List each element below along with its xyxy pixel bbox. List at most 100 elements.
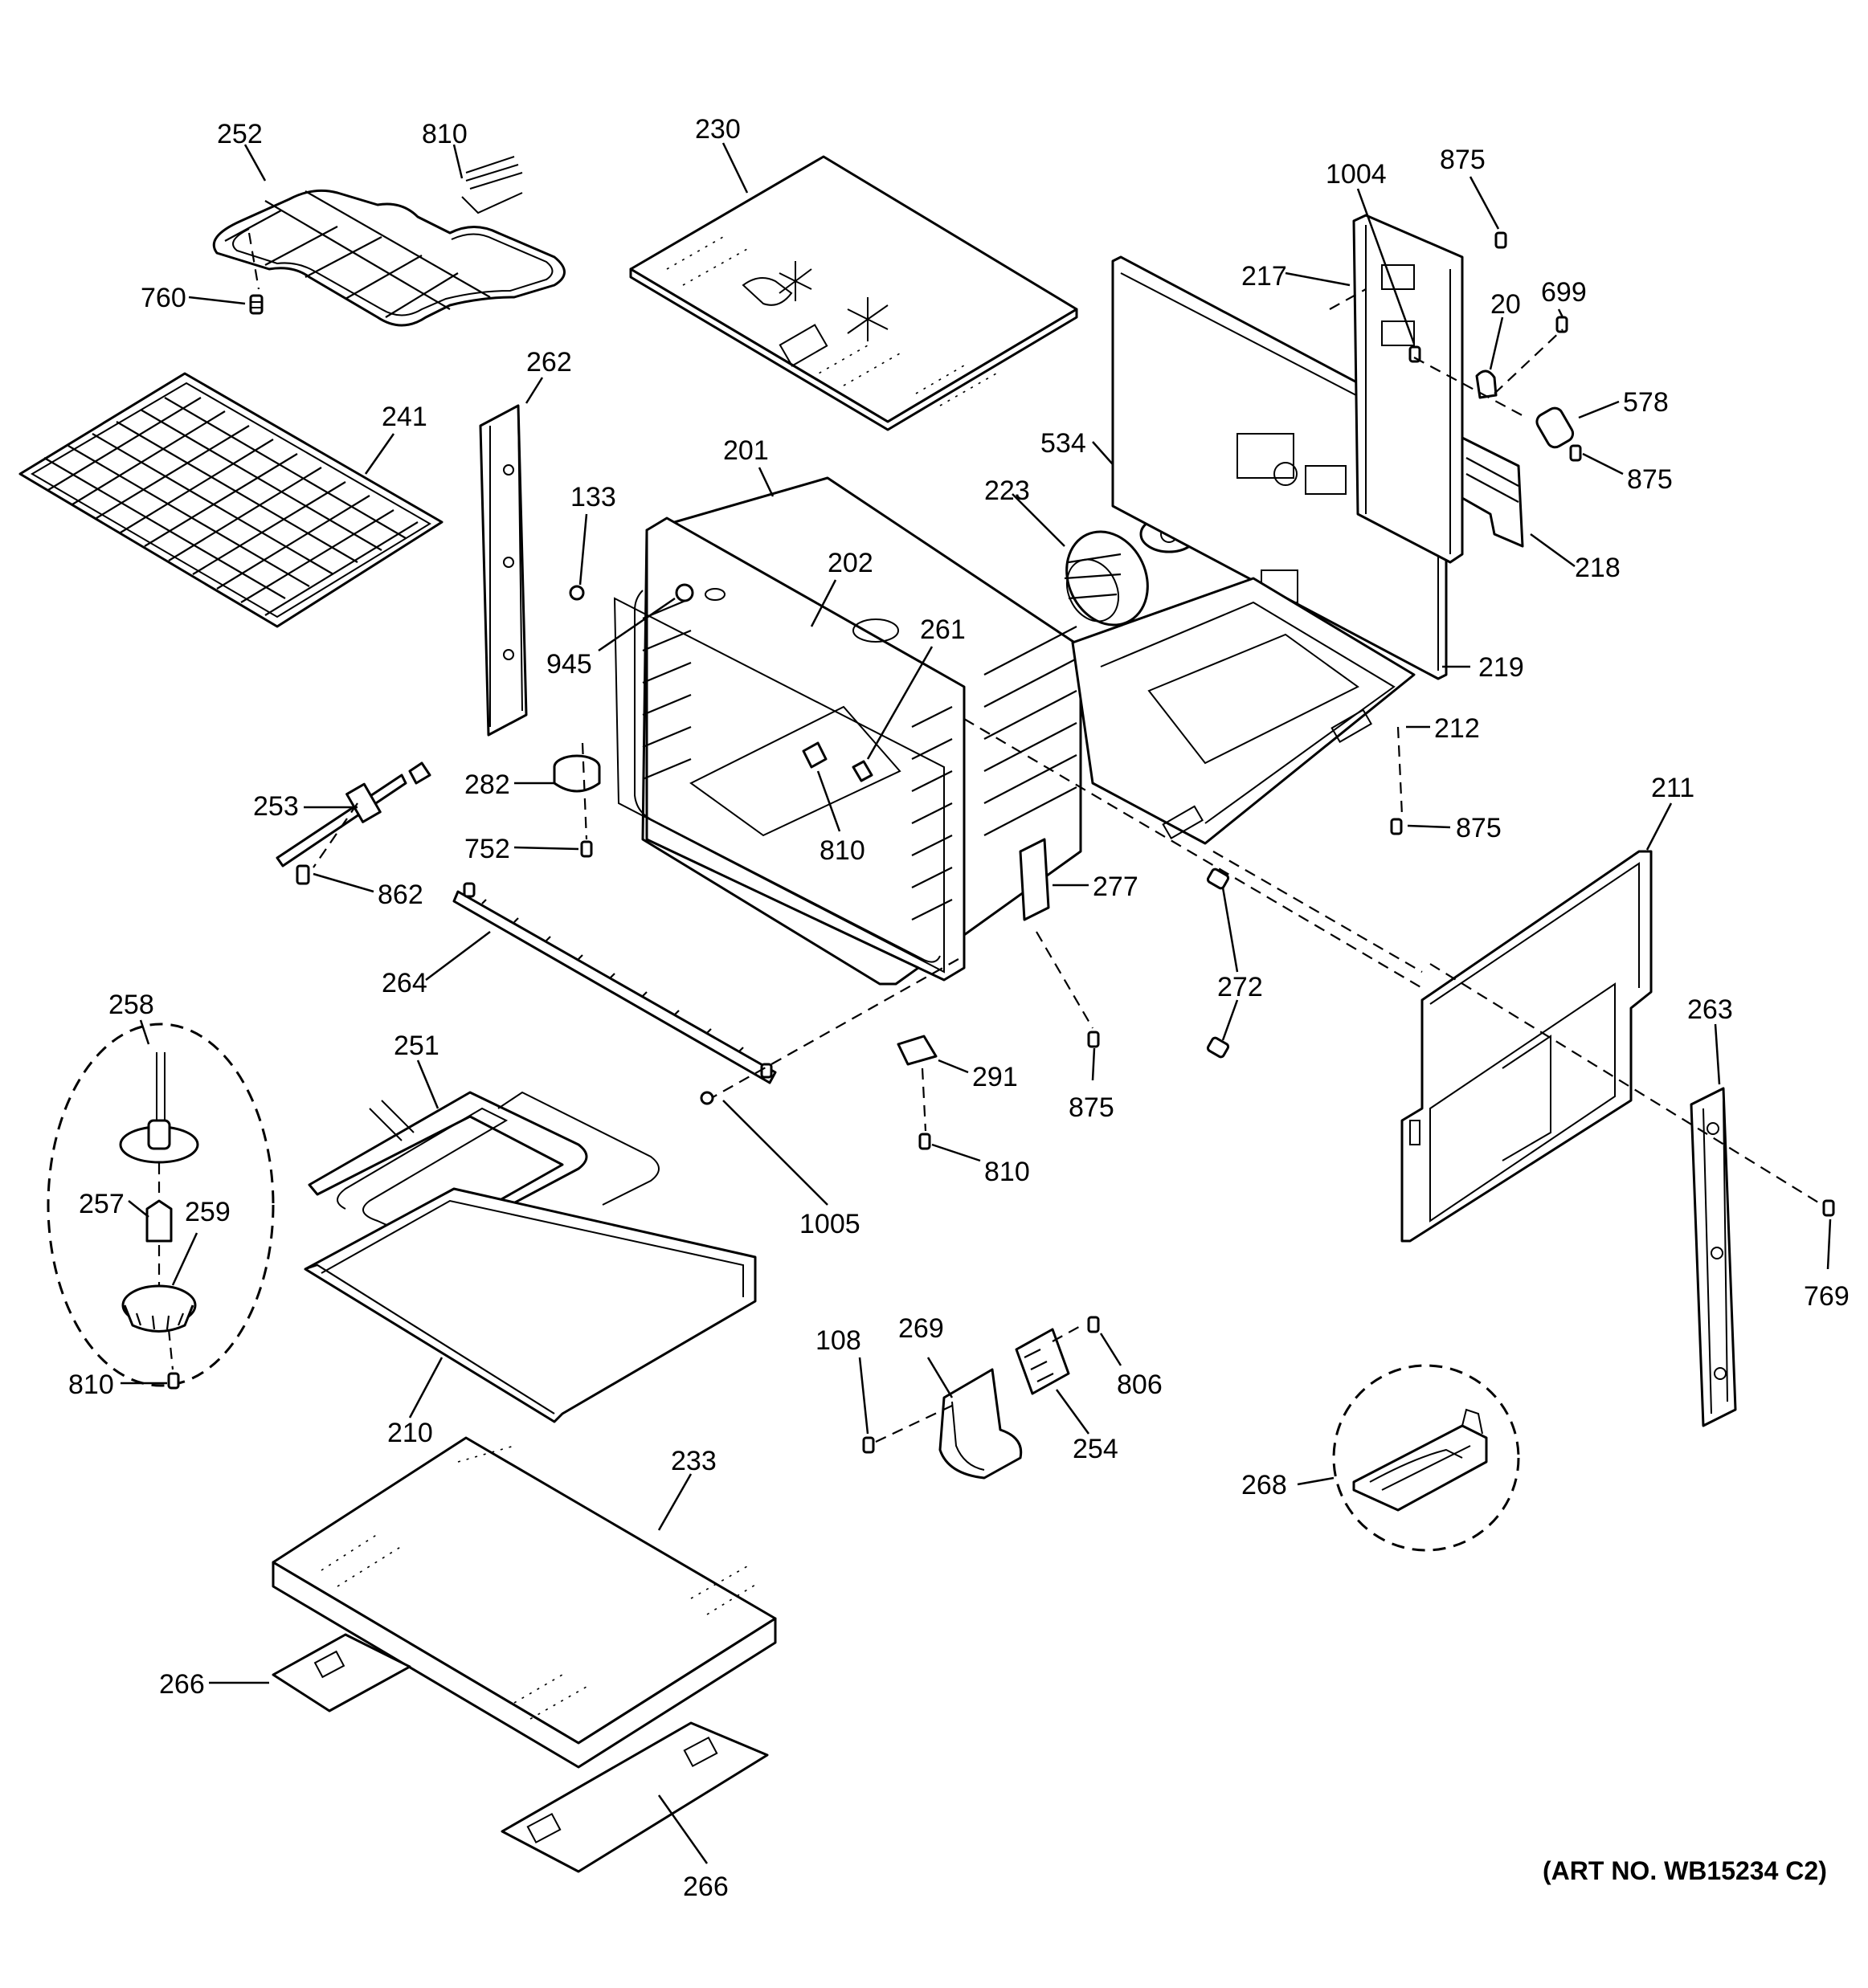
callout-label: 875 [1456,813,1502,843]
part-broil-element[interactable] [212,156,566,327]
art-number: (ART NO. WB15234 C2) [1543,1856,1827,1885]
leader-line [364,433,395,475]
part-front-rail[interactable] [452,882,777,1084]
leader-line [313,872,374,893]
leader-line [816,770,841,832]
callout-label: 875 [1069,1092,1114,1123]
part-oven-light-assembly[interactable] [119,1052,199,1390]
leader-line [578,513,588,586]
part-temperature-sensor [276,761,431,885]
callout-label: 233 [671,1446,717,1476]
part-side-rail-right[interactable] [1690,1087,1835,1427]
callout-label: 108 [815,1325,861,1356]
part-side-rail-left[interactable] [479,404,528,737]
callout-label: 202 [828,548,873,578]
callout-label: 534 [1040,428,1086,459]
part-spacer [1206,867,1230,1059]
callout-label: 263 [1687,994,1733,1025]
screw-760-icon [249,294,264,315]
leader-line [408,1357,443,1419]
leader-line [926,1357,954,1398]
part-rear-wall[interactable] [1111,255,1448,680]
leader-line [938,1059,969,1074]
inset-circle-light-assembly [47,1023,275,1387]
part-terminal-block[interactable] [862,1316,1100,1480]
part-top-insulation[interactable] [629,155,1078,431]
part-bottom-insulation[interactable] [272,1436,777,1769]
leader-line [1012,493,1065,547]
part-oven-rack[interactable] [18,372,443,628]
callout-label: 217 [1241,261,1287,292]
callout-label: 258 [108,990,154,1020]
leader-line [1055,1389,1090,1435]
callout-label: 259 [185,1197,231,1227]
part-oven-floor[interactable] [1071,577,1416,845]
leader-line [243,144,267,182]
part-side-panel[interactable] [1400,850,1653,1243]
callout-label: 810 [820,835,865,866]
callout-label: 262 [526,347,572,378]
callout-label: 210 [387,1418,433,1448]
leader-line [1582,452,1624,476]
leader-line [452,144,464,179]
dashed-guide [706,955,965,1101]
callout-label: 1005 [799,1209,860,1239]
callout-label: 1004 [1326,159,1387,190]
callout-label: 264 [382,968,427,998]
callout-label: 769 [1804,1281,1850,1312]
dashed-guide [1396,726,1404,816]
dashed-guide [1429,963,1823,1206]
leader-line [1469,176,1500,230]
leader-line [598,597,676,652]
callout-label: 268 [1241,1470,1287,1500]
leader-line [931,1143,981,1162]
dashed-guide [1329,288,1563,418]
part-knob [553,754,601,858]
dashed-guide [963,718,1423,989]
callout-label: 201 [723,435,769,466]
part-hinge-receiver [897,838,1100,1150]
leader-line [758,467,775,497]
leader-line [810,579,837,627]
part-door-latch[interactable] [1352,1408,1488,1512]
leader-line [1714,1023,1721,1085]
leader-line [1221,887,1239,1041]
leader-line [416,1059,439,1109]
callout-label: 810 [984,1157,1030,1187]
part-mounting-bracket[interactable] [272,1633,769,1873]
callout-label: 252 [217,119,263,149]
callout-label: 257 [79,1189,125,1219]
callout-label: 277 [1093,872,1138,902]
dashed-guide [921,931,1093,1132]
part-bottom-cover[interactable] [304,1187,757,1423]
leader-line [1826,1219,1832,1270]
dashed-guide [313,802,358,868]
callout-label: 282 [464,769,510,800]
callout-label: 945 [546,649,592,680]
callout-label: 20 [1490,289,1521,320]
callout-label: 875 [1627,464,1673,495]
callout-label: 875 [1440,145,1486,175]
screw-875-icon [1390,818,1403,835]
leader-line [1091,1047,1096,1081]
callout-label: 272 [1217,972,1263,1002]
leader-line [171,1232,198,1286]
inset-circle-latch [1332,1364,1520,1552]
part-rear-bracket[interactable] [1352,214,1524,564]
callout-label: 266 [159,1669,205,1700]
callout-label: 219 [1478,652,1524,683]
leader-line [1489,316,1504,370]
callout-label: 212 [1434,713,1480,744]
callout-label: 223 [984,476,1030,506]
leader-line [1297,1476,1335,1486]
leader-line [425,931,491,981]
callout-label: 752 [464,834,510,864]
callout-label: 133 [570,482,616,512]
leader-line [1285,271,1351,287]
callout-label: 261 [920,614,966,645]
leader-line [1645,802,1673,851]
callout-label: 291 [972,1062,1018,1092]
leader-line [721,142,749,194]
callout-label: 699 [1541,277,1587,308]
